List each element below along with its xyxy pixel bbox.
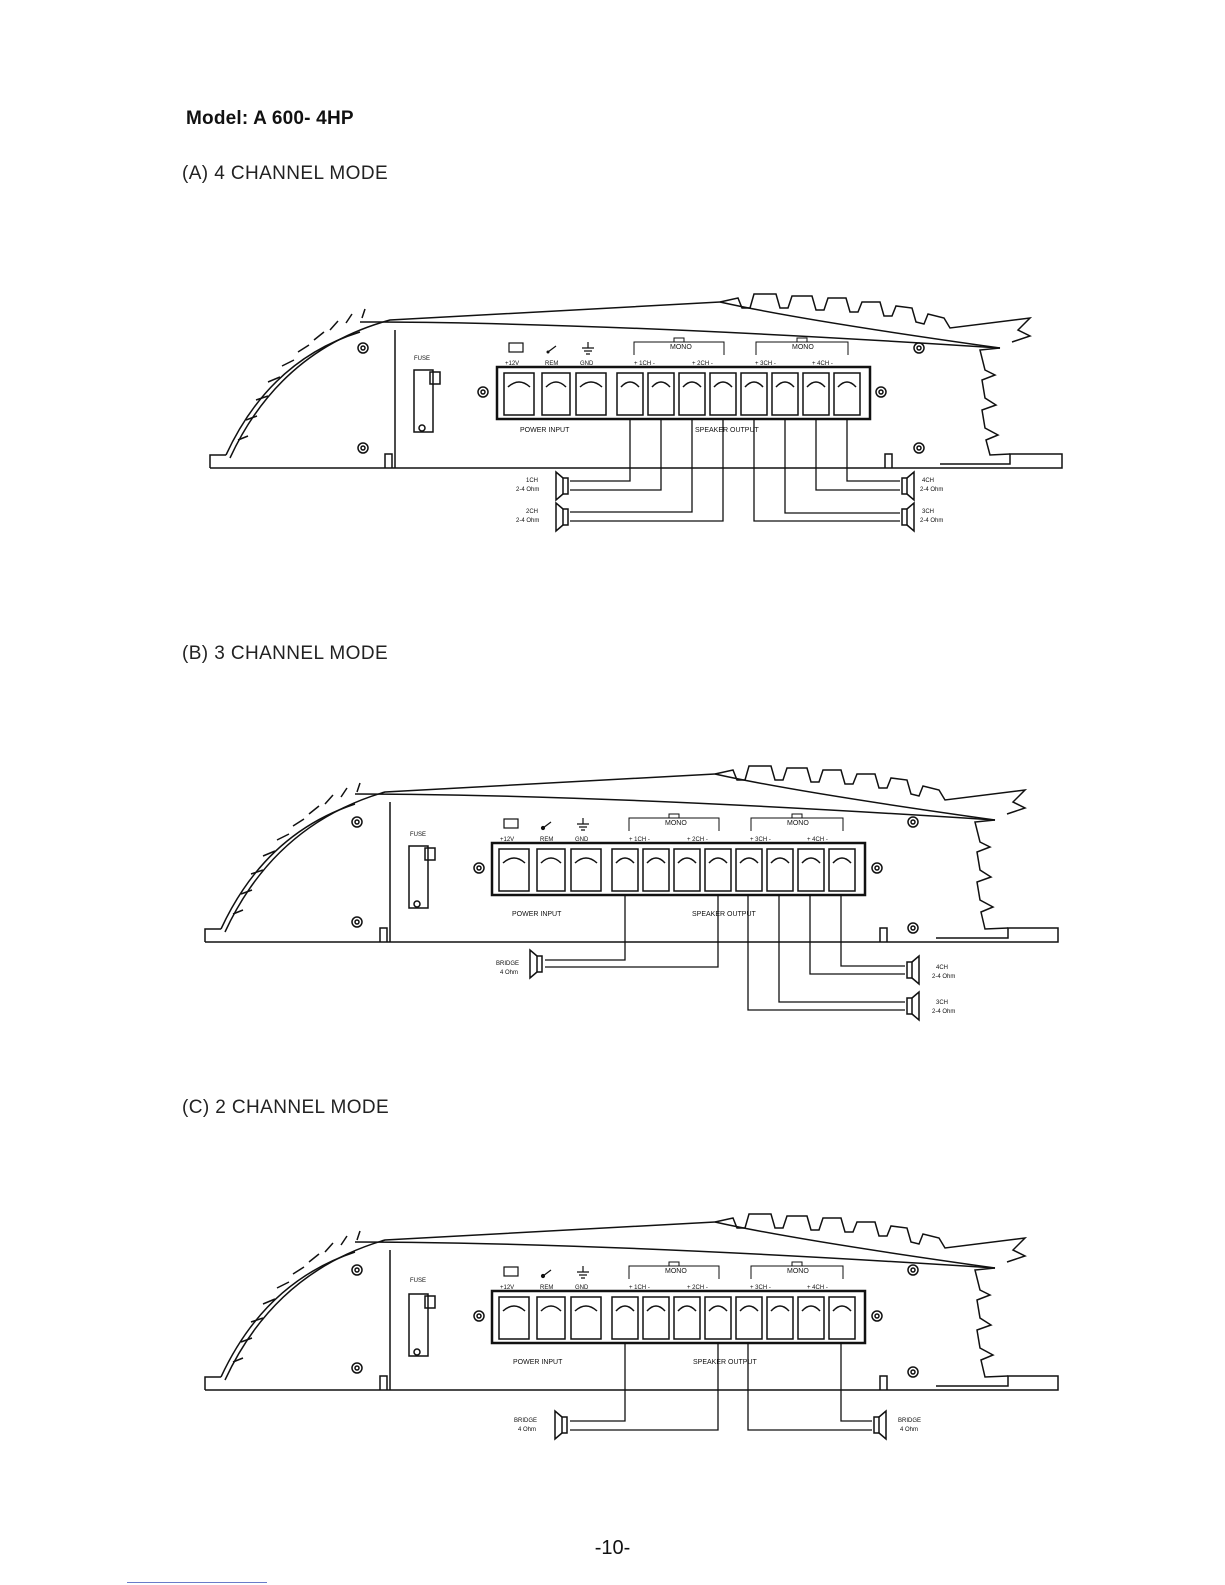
speaker-wires bbox=[570, 1343, 872, 1431]
amplifier-body bbox=[209, 293, 1063, 469]
mount-hole-screws bbox=[351, 816, 919, 934]
section-title-2ch: (C) 2 CHANNEL MODE bbox=[182, 1097, 390, 1118]
amplifier-body bbox=[204, 1213, 1059, 1391]
label-1ch: + 1CH - bbox=[629, 1285, 650, 1291]
label-2ch: + 2CH - bbox=[692, 361, 713, 367]
wiring-diagram-3ch: FUSE +12V REM GND + 1CH - + 2CH - + 3CH … bbox=[0, 752, 1225, 1032]
label-12v: +12V bbox=[500, 837, 514, 843]
mono-brackets bbox=[628, 813, 844, 831]
label-gnd: GND bbox=[575, 837, 589, 843]
speaker-icon bbox=[554, 1409, 887, 1441]
speaker-icon bbox=[555, 470, 915, 533]
speaker-wires bbox=[545, 895, 905, 1011]
fuse-label: FUSE bbox=[414, 356, 430, 362]
speaker-ohm-bridge-left: 4 Ohm bbox=[518, 1427, 536, 1433]
speaker-label-bridge: BRIDGE bbox=[496, 961, 519, 967]
label-4ch: + 4CH - bbox=[807, 1285, 828, 1291]
speaker-ohm-4ch: 2-4 Ohm bbox=[920, 487, 943, 493]
speaker-icon bbox=[529, 948, 920, 1022]
label-power-input: POWER INPUT bbox=[512, 911, 562, 918]
label-4ch: + 4CH - bbox=[812, 361, 833, 367]
fuse-holder bbox=[413, 369, 441, 433]
power-symbol-icons bbox=[503, 1266, 589, 1279]
label-mono-2: MONO bbox=[792, 344, 814, 351]
label-gnd: GND bbox=[580, 361, 594, 367]
speaker-label-3ch: 3CH bbox=[936, 1000, 948, 1006]
label-rem: REM bbox=[545, 361, 558, 367]
label-mono-1: MONO bbox=[665, 1268, 687, 1275]
label-12v: +12V bbox=[500, 1285, 514, 1291]
label-speaker-output: SPEAKER OUTPUT bbox=[695, 427, 760, 434]
label-power-input: POWER INPUT bbox=[513, 1359, 563, 1366]
page-number: -10- bbox=[594, 1537, 631, 1559]
fuse-holder bbox=[408, 845, 436, 909]
label-12v: +12V bbox=[505, 361, 519, 367]
speaker-label-bridge-left: BRIDGE bbox=[514, 1418, 537, 1424]
terminal-block bbox=[490, 1289, 867, 1345]
speaker-ohm-4ch: 2-4 Ohm bbox=[932, 974, 955, 980]
wiring-diagram-4ch: FUSE +12V REM GND + 1CH - + 2CH - + 3CH … bbox=[0, 280, 1225, 540]
mount-hole-screws bbox=[357, 342, 925, 454]
speaker-label-4ch: 4CH bbox=[936, 965, 948, 971]
speaker-label-4ch: 4CH bbox=[922, 478, 934, 484]
power-symbol-icons bbox=[508, 342, 594, 355]
speaker-wires bbox=[570, 419, 900, 522]
mono-brackets bbox=[628, 1261, 844, 1279]
label-rem: REM bbox=[540, 1285, 553, 1291]
fuse-label: FUSE bbox=[410, 832, 426, 838]
section-title-4ch: (A) 4 CHANNEL MODE bbox=[182, 163, 389, 184]
label-mono-2: MONO bbox=[787, 820, 809, 827]
speaker-ohm-bridge: 4 Ohm bbox=[500, 970, 518, 976]
speaker-label-2ch: 2CH bbox=[526, 509, 538, 515]
label-3ch: + 3CH - bbox=[755, 361, 776, 367]
fuse-holder bbox=[408, 1293, 436, 1357]
label-2ch: + 2CH - bbox=[687, 1285, 708, 1291]
amplifier-body bbox=[204, 765, 1059, 943]
footer-rule bbox=[127, 1582, 267, 1583]
speaker-ohm-1ch: 2-4 Ohm bbox=[516, 487, 539, 493]
fuse-label: FUSE bbox=[410, 1278, 426, 1284]
label-4ch: + 4CH - bbox=[807, 837, 828, 843]
label-speaker-output: SPEAKER OUTPUT bbox=[693, 1359, 758, 1366]
section-title-3ch: (B) 3 CHANNEL MODE bbox=[182, 643, 389, 664]
label-1ch: + 1CH - bbox=[629, 837, 650, 843]
speaker-ohm-bridge-right: 4 Ohm bbox=[900, 1427, 918, 1433]
mono-brackets bbox=[633, 337, 849, 355]
label-power-input: POWER INPUT bbox=[520, 427, 570, 434]
speaker-label-1ch: 1CH bbox=[526, 478, 538, 484]
speaker-ohm-2ch: 2-4 Ohm bbox=[516, 518, 539, 524]
power-symbol-icons bbox=[503, 818, 589, 831]
terminal-block bbox=[490, 841, 867, 897]
label-3ch: + 3CH - bbox=[750, 837, 771, 843]
label-1ch: + 1CH - bbox=[634, 361, 655, 367]
label-mono-2: MONO bbox=[787, 1268, 809, 1275]
label-mono-1: MONO bbox=[670, 344, 692, 351]
speaker-ohm-3ch: 2-4 Ohm bbox=[932, 1009, 955, 1015]
label-mono-1: MONO bbox=[665, 820, 687, 827]
label-speaker-output: SPEAKER OUTPUT bbox=[692, 911, 757, 918]
speaker-ohm-3ch: 2-4 Ohm bbox=[920, 518, 943, 524]
label-rem: REM bbox=[540, 837, 553, 843]
speaker-label-3ch: 3CH bbox=[922, 509, 934, 515]
label-3ch: + 3CH - bbox=[750, 1285, 771, 1291]
mount-hole-screws bbox=[351, 1264, 919, 1378]
model-title: Model: A 600- 4HP bbox=[186, 108, 354, 129]
speaker-label-bridge-right: BRIDGE bbox=[898, 1418, 921, 1424]
terminal-block bbox=[495, 365, 872, 421]
wiring-diagram-2ch: FUSE +12V REM GND + 1CH - + 2CH - + 3CH … bbox=[0, 1200, 1225, 1450]
label-gnd: GND bbox=[575, 1285, 589, 1291]
label-2ch: + 2CH - bbox=[687, 837, 708, 843]
